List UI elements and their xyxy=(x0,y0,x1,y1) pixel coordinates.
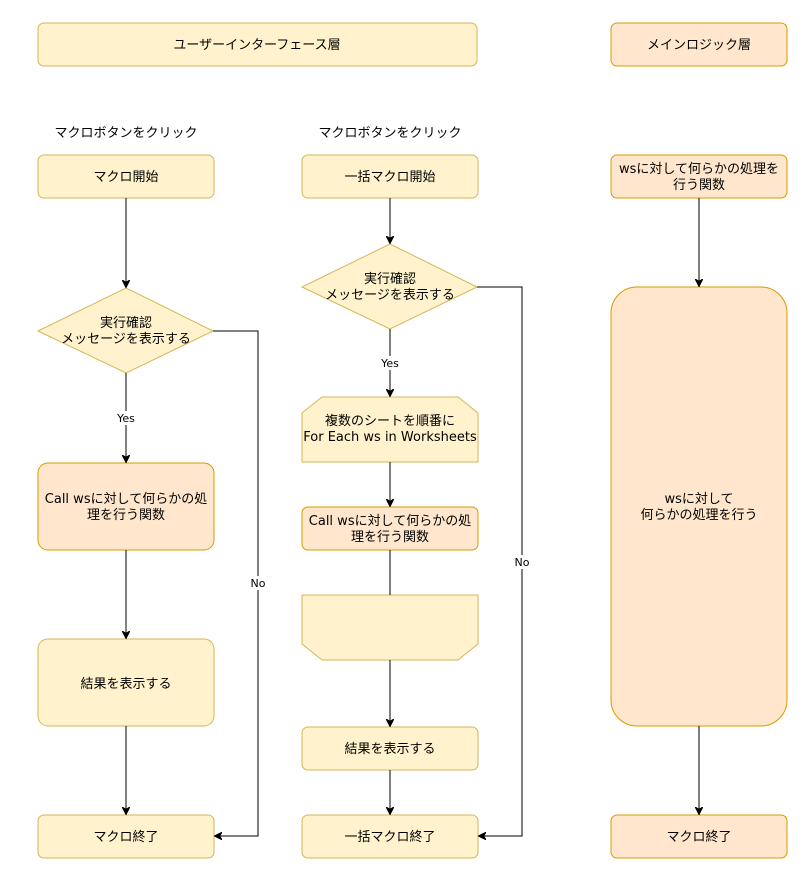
flow1-call-label-2: 理を行う関数 xyxy=(87,508,165,523)
flow3-body-node[interactable]: wsに対して 何らかの処理を行う xyxy=(610,286,788,727)
flow1-no-bg xyxy=(247,576,269,590)
flow1-call-label-1: Call wsに対して何らかの処 xyxy=(45,491,207,507)
flow2-end-node[interactable]: 一括マクロ終了 xyxy=(301,814,479,859)
flow2-result-node[interactable]: 結果を表示する xyxy=(301,726,479,771)
flow2-call-label-1: Call wsに対して何らかの処 xyxy=(309,513,471,529)
flow3-end-label: マクロ終了 xyxy=(666,829,731,845)
flow2-loop-label-1: 複数のシートを順番に xyxy=(325,413,455,429)
flow3-end-node[interactable]: マクロ終了 xyxy=(610,814,788,859)
flow2-start-label: 一括マクロ開始 xyxy=(344,170,435,185)
flow2-call-node[interactable]: Call wsに対して何らかの処 理を行う関数 xyxy=(301,506,479,551)
flow2-loop-end-node[interactable] xyxy=(301,594,479,661)
ui-layer-header[interactable]: ユーザーインターフェース層 xyxy=(37,22,478,67)
flow1-end-node[interactable]: マクロ終了 xyxy=(37,814,215,859)
flow2-no-bg xyxy=(511,555,533,569)
flow2-loop-label-2: For Each ws in Worksheets xyxy=(303,430,477,445)
flow2-trigger-text: マクロボタンをクリック xyxy=(318,126,461,141)
flow1-decision-node[interactable]: 実行確認 メッセージを表示する xyxy=(36,287,215,374)
flow2-end-label: 一括マクロ終了 xyxy=(344,829,435,845)
flow3-function-label-2: 行う関数 xyxy=(673,178,725,193)
flow3-function-label-1: wsに対して何らかの処理を xyxy=(619,161,779,177)
ui-layer-header-label: ユーザーインターフェース層 xyxy=(173,38,340,53)
flow1-yes-label: Yes xyxy=(116,412,135,425)
flow3-body-label-1: wsに対して xyxy=(664,492,733,507)
flow1-yes-bg xyxy=(112,411,140,425)
flow3-body-label-2: 何らかの処理を行う xyxy=(640,507,757,523)
flow2-yes-label: Yes xyxy=(380,357,399,370)
flow1-result-node[interactable]: 結果を表示する xyxy=(37,638,215,727)
flow2-loop-start-node[interactable]: 複数のシートを順番に For Each ws in Worksheets xyxy=(301,396,479,463)
flow1-result-label: 結果を表示する xyxy=(80,677,171,692)
flow2-decision-label-1: 実行確認 xyxy=(364,271,416,287)
flow2-start-node[interactable]: 一括マクロ開始 xyxy=(301,154,479,199)
flow1-start-label: マクロ開始 xyxy=(93,170,158,185)
flow1-trigger-text: マクロボタンをクリック xyxy=(54,126,197,141)
flow1-call-node[interactable]: Call wsに対して何らかの処 理を行う関数 xyxy=(37,462,215,551)
main-logic-header-label: メインロジック層 xyxy=(647,38,751,53)
flow2-decision-label-2: メッセージを表示する xyxy=(325,288,455,303)
flow1-decision-label-1: 実行確認 xyxy=(100,315,152,331)
flow1-start-node[interactable]: マクロ開始 xyxy=(37,154,215,199)
flow1-end-label: マクロ終了 xyxy=(93,829,158,845)
flow2-no-label: No xyxy=(515,556,530,569)
flow1-decision-label-2: メッセージを表示する xyxy=(61,332,191,347)
flow2-result-label: 結果を表示する xyxy=(344,742,435,757)
flow1-no-label: No xyxy=(251,577,266,590)
flow2-decision-node[interactable]: 実行確認 メッセージを表示する xyxy=(300,243,479,330)
flow2-yes-bg xyxy=(376,356,404,370)
main-logic-header[interactable]: メインロジック層 xyxy=(610,22,788,67)
flow3-function-node[interactable]: wsに対して何らかの処理を 行う関数 xyxy=(610,154,788,199)
flow2-call-label-2: 理を行う関数 xyxy=(351,530,429,545)
